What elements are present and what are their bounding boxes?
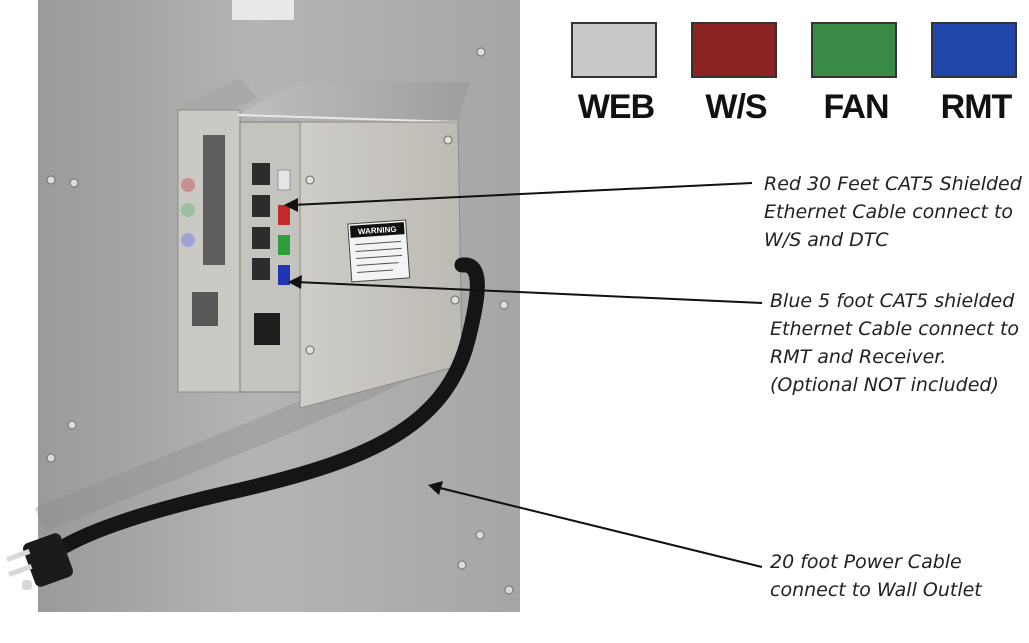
legend-rmt: RMT: [931, 22, 1021, 127]
power-switch: [254, 313, 280, 345]
legend-label-fan: FAN: [823, 88, 890, 126]
callout-red-cable: Red 30 Feet CAT5 Shielded Ethernet Cable…: [764, 170, 1022, 254]
rear-switch: [192, 292, 218, 326]
callout-power-cable: 20 foot Power Cable connect to Wall Outl…: [770, 548, 982, 604]
legend-label-rmt: RMT: [940, 88, 1013, 126]
callout-blue-line-3: RMT and Receiver.: [770, 346, 947, 368]
arrowhead-blue: [288, 275, 302, 289]
box-top: [238, 82, 470, 122]
panel-screws: [46, 47, 514, 595]
callout-blue-line-4: (Optional NOT included): [770, 374, 999, 396]
callout-power-line-1: 20 foot Power Cable: [770, 551, 962, 573]
legend-fan: FAN: [811, 22, 901, 127]
leader-lines: [284, 182, 763, 568]
rear-module-ports: [203, 135, 225, 265]
callout-blue-line-1: Blue 5 foot CAT5 shielded: [770, 290, 1015, 312]
callout-red-line-2: Ethernet Cable connect to: [764, 201, 1014, 223]
legend-label-ws: W/S: [705, 88, 767, 126]
callout-red-line-1: Red 30 Feet CAT5 Shielded: [764, 173, 1022, 195]
callout-blue-cable: Blue 5 foot CAT5 shielded Ethernet Cable…: [770, 287, 1019, 399]
legend-ws: W/S: [691, 22, 781, 127]
ethernet-ports: [252, 163, 270, 280]
power-cable: [50, 257, 485, 558]
warning-sticker: WARNING: [347, 219, 411, 283]
legend-label-web: WEB: [577, 88, 655, 126]
callout-blue-line-2: Ethernet Cable connect to: [770, 318, 1020, 340]
box-screws: [305, 135, 460, 355]
legend-swatch-rmt: [931, 22, 1017, 78]
legend-swatch-web: [571, 22, 657, 78]
rear-led-red: [181, 178, 195, 192]
legend-swatch-fan: [811, 22, 897, 78]
port-tag-rmt: [278, 265, 290, 285]
arrowhead-red: [284, 198, 298, 212]
rear-led-blue: [181, 233, 195, 247]
legend-web: WEB: [571, 22, 661, 127]
callout-power-line-2: connect to Wall Outlet: [770, 579, 982, 601]
warning-text: WARNING: [358, 225, 397, 237]
port-tag-fan: [278, 235, 290, 255]
box-faceplate: [239, 121, 301, 393]
paper-tag: [232, 0, 294, 20]
callout-red-line-3: W/S and DTC: [764, 229, 889, 251]
rear-led-green: [181, 203, 195, 217]
legend-swatch-ws: [691, 22, 777, 78]
port-tag-ws: [278, 205, 290, 225]
box-top-seam: [237, 114, 459, 123]
port-tag-web: [277, 169, 291, 191]
arrowhead-power: [428, 481, 443, 495]
power-plug: [6, 533, 73, 590]
